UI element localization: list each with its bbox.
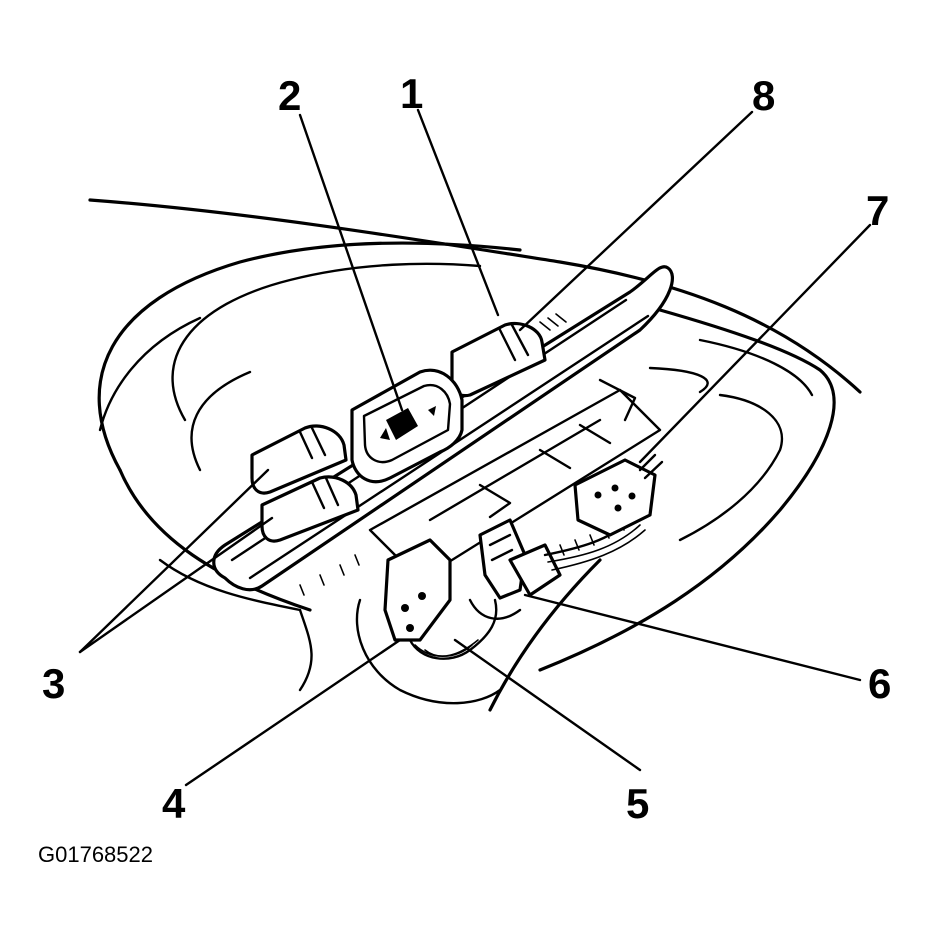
leader-6 [523,593,862,682]
callout-5: 5 [626,780,649,827]
connector-4 [383,538,498,660]
leader-3a [78,468,270,654]
leader-3b [78,516,274,654]
callout-3: 3 [42,660,65,707]
leader-8 [518,110,754,332]
leader-5 [453,638,642,772]
leader-7 [638,223,872,464]
connector-5 [468,518,527,620]
window-switch-1 [450,313,567,398]
connector-7 [573,453,664,537]
callout-7: 7 [866,187,889,234]
callout-2: 2 [278,72,301,119]
callouts: 1 2 3 4 5 6 7 8 [42,70,891,827]
callout-6: 6 [868,660,891,707]
door-trim-panel [88,198,862,712]
leader-lines [78,108,872,787]
leader-2 [298,113,404,412]
mirror-switch [350,368,464,484]
leader-1 [416,108,500,317]
connector-6 [508,518,646,597]
figure-id: G01768522 [38,842,153,867]
callout-8: 8 [752,72,775,119]
leader-4 [184,638,402,787]
callout-1: 1 [400,70,423,117]
callout-4: 4 [162,780,186,827]
